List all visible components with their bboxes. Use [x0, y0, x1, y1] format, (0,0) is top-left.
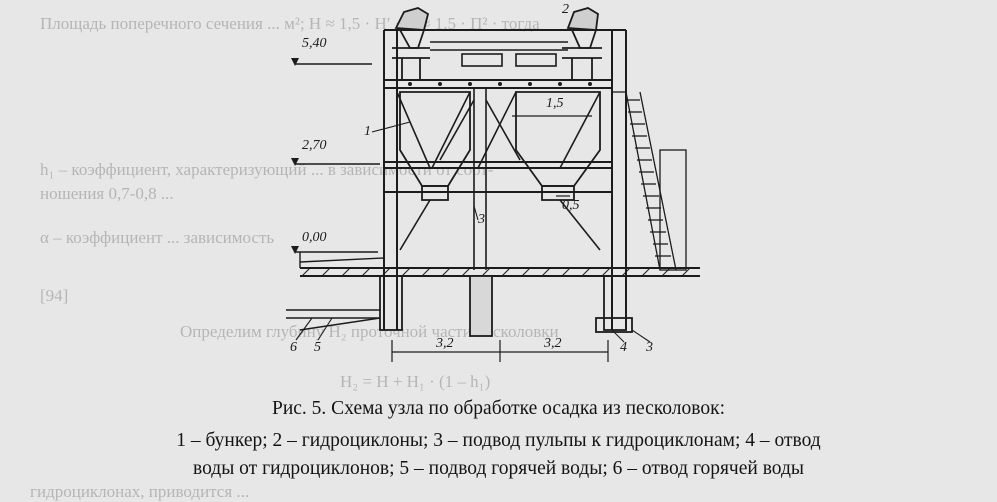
bracing	[396, 88, 601, 270]
callout-1-label: 1	[364, 124, 371, 139]
bleed-line: Определим глубину Н₂ проточной части пес…	[180, 322, 559, 341]
bleed-line: гидроциклонах, приводится ...	[30, 482, 250, 501]
elevation-top-label: 5,40	[302, 36, 327, 51]
elevation-zero-label: 0,00	[302, 230, 327, 245]
dimension-3-2-left-label: 3,2	[436, 336, 454, 351]
hydrocyclone-right	[562, 7, 602, 80]
bleed-line: α – коэффициент ... зависимость	[40, 228, 275, 247]
bunker-left	[399, 91, 471, 201]
callout-4-label: 4	[620, 340, 627, 355]
callout-5-label: 5	[314, 340, 321, 355]
callout-3-top-label: 3	[478, 212, 485, 227]
hydrocyclone-left	[392, 7, 430, 80]
bleed-line: Н₂ = Н + Н₁ · (1 – h₁)	[340, 372, 491, 391]
figure-caption-legend-line-2: воды от гидроциклонов; 5 – подвод горяче…	[193, 458, 804, 479]
bleed-line: ношения 0,7-0,8 ...	[40, 184, 174, 203]
foundations	[379, 275, 633, 337]
callout-2-label: 2	[562, 2, 569, 17]
callout-leaders	[295, 121, 651, 343]
sludge-treatment-schematic	[286, 7, 700, 362]
platform-rivets	[408, 82, 592, 86]
dimension-1-5-label: 1,5	[546, 96, 564, 111]
callout-3-bottom-label: 3	[646, 340, 653, 355]
figure-caption-title: Рис. 5. Схема узла по обработке осадка и…	[272, 398, 725, 419]
ground-slab	[299, 252, 700, 277]
elevation-marks	[291, 58, 380, 254]
figure-caption-legend-line-1: 1 – бункер; 2 – гидроциклоны; 3 – подвод…	[176, 430, 821, 451]
dimension-3-2-right-label: 3,2	[544, 336, 562, 351]
dimension-lines	[391, 115, 609, 362]
hot-water-pipes	[286, 309, 381, 331]
elevation-mid-label: 2,70	[302, 138, 327, 153]
bleed-line: h₁ – коэффициент, характеризующий ... в …	[40, 160, 494, 179]
bleed-line: [94]	[40, 286, 69, 305]
dimension-0-5-label: 0,5	[562, 198, 580, 213]
top-pipes	[430, 41, 568, 67]
staircase	[612, 91, 687, 271]
callout-6-label: 6	[290, 340, 297, 355]
